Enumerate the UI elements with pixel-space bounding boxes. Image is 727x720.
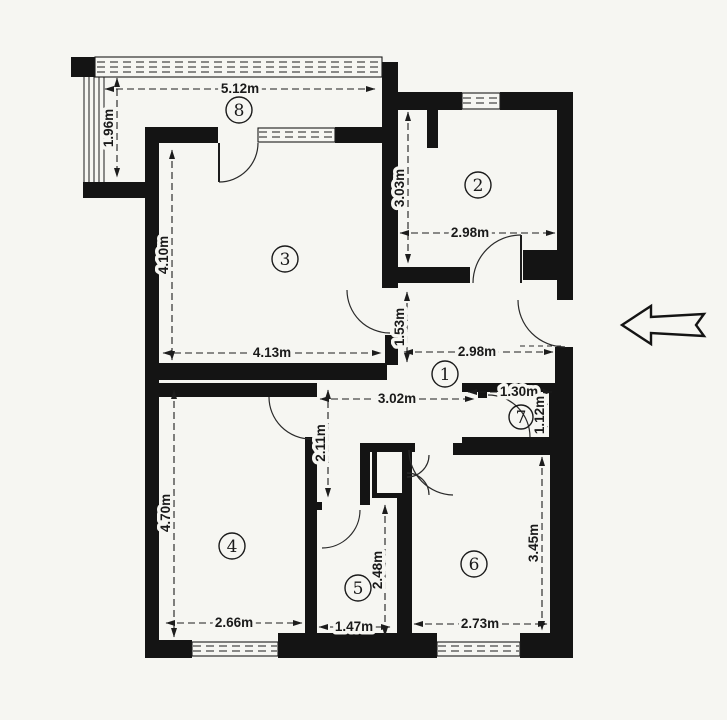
- dim-hall-opening-label: 1.53m: [392, 308, 407, 346]
- dim-room6-width-label: 2.73m: [461, 616, 499, 631]
- room-badge-6: 6: [460, 550, 488, 578]
- wall: [557, 92, 573, 300]
- dim-room4-width-label: 2.66m: [215, 615, 253, 630]
- wall: [555, 347, 573, 385]
- windows: [83, 56, 521, 657]
- wall: [159, 383, 305, 397]
- dim-room4-depth-label: 4.70m: [158, 494, 173, 532]
- wall: [385, 335, 398, 365]
- dim-balcony-width-label: 5.12m: [221, 81, 259, 96]
- wall: [305, 383, 317, 397]
- door-room4: [268, 396, 312, 440]
- wall-closet-bottom: [372, 493, 407, 498]
- door-balcony-room3: [218, 142, 259, 183]
- wall: [145, 363, 387, 380]
- room-badge-5: 5: [344, 574, 372, 602]
- wall: [500, 92, 573, 110]
- window-room6: [436, 641, 521, 657]
- room-badge-3: 3: [271, 245, 299, 273]
- wall-pier: [427, 110, 438, 148]
- wall: [382, 62, 398, 288]
- dim-balcony-depth-label: 1.96m: [101, 109, 116, 147]
- wall: [398, 92, 462, 110]
- door-room2: [472, 234, 522, 284]
- wall: [520, 633, 573, 658]
- wall-wc-bottom: [462, 437, 573, 446]
- dim-room3-depth-label: 4.10m: [156, 236, 171, 274]
- dim-corridor-depth-label: 2.11m: [313, 424, 328, 462]
- room-badges: 8 2 3 1 7 4 5 6: [218, 96, 534, 602]
- window-room2: [461, 92, 501, 110]
- wall: [360, 443, 370, 505]
- dim-wc-width-label: 1.30m: [500, 384, 538, 399]
- room-number-6: 6: [469, 555, 480, 575]
- room-badge-1: 1: [431, 360, 459, 388]
- wall-wc-left-jamb: [478, 392, 487, 398]
- room-number-2: 2: [473, 176, 484, 196]
- wall: [550, 443, 573, 633]
- wall-balcony-post: [71, 57, 95, 77]
- wall: [397, 498, 407, 640]
- wall: [305, 437, 317, 640]
- room-number-5: 5: [353, 579, 364, 599]
- wall: [145, 127, 218, 143]
- room-badge-8: 8: [225, 96, 253, 124]
- room-badge-4: 4: [218, 532, 246, 560]
- balcony-rail-top: [94, 56, 383, 78]
- wall: [83, 182, 145, 198]
- dim-room6-depth-label: 3.45m: [526, 524, 541, 562]
- dim-room2-width-label: 2.98m: [451, 225, 489, 240]
- wall-wc-top: [462, 383, 558, 392]
- window-room3: [257, 127, 336, 143]
- room-number-7: 7: [516, 408, 527, 428]
- wall-wc-right: [549, 392, 558, 437]
- dim-room3-width-label: 4.13m: [253, 345, 291, 360]
- wall: [398, 267, 470, 283]
- room-number-3: 3: [280, 250, 291, 270]
- room-number-1: 1: [440, 365, 451, 385]
- dim-wc-depth-label: 1.12m: [532, 396, 547, 434]
- wall: [278, 633, 437, 658]
- dim-room2-depth-label: 3.03m: [392, 169, 407, 207]
- entrance-arrow-icon: [619, 303, 707, 347]
- dimensions: 5.12m 1.96m 3.03m 2.98m 4.10m 4.13m 1.53…: [98, 77, 556, 638]
- dim-room5-width-label: 1.47m: [335, 619, 373, 634]
- wall: [145, 127, 159, 658]
- wall: [305, 502, 322, 510]
- dim-hall-length-label: 3.02m: [378, 391, 416, 406]
- balcony-rail-left: [83, 77, 105, 182]
- dim-hall-width-label: 2.98m: [458, 344, 496, 359]
- room-number-8: 8: [234, 101, 245, 121]
- door-wc: [487, 394, 531, 438]
- door-closet-double: [406, 454, 430, 496]
- wall: [557, 383, 573, 443]
- wall: [523, 250, 557, 280]
- door-room5: [321, 509, 361, 549]
- room-badge-7: 7: [508, 404, 534, 430]
- walls: [71, 57, 573, 658]
- wall-closet-left: [372, 452, 377, 498]
- wall-closet-top: [365, 443, 415, 452]
- door-room3-hall: [346, 289, 391, 334]
- room-badge-2: 2: [464, 171, 492, 199]
- wall: [335, 127, 384, 143]
- window-room4: [191, 641, 279, 657]
- wall: [145, 640, 192, 658]
- door-room6: [408, 449, 454, 496]
- dim-room5-depth-label: 2.48m: [370, 551, 385, 589]
- room-number-4: 4: [227, 537, 238, 557]
- door-entrance: [517, 299, 566, 348]
